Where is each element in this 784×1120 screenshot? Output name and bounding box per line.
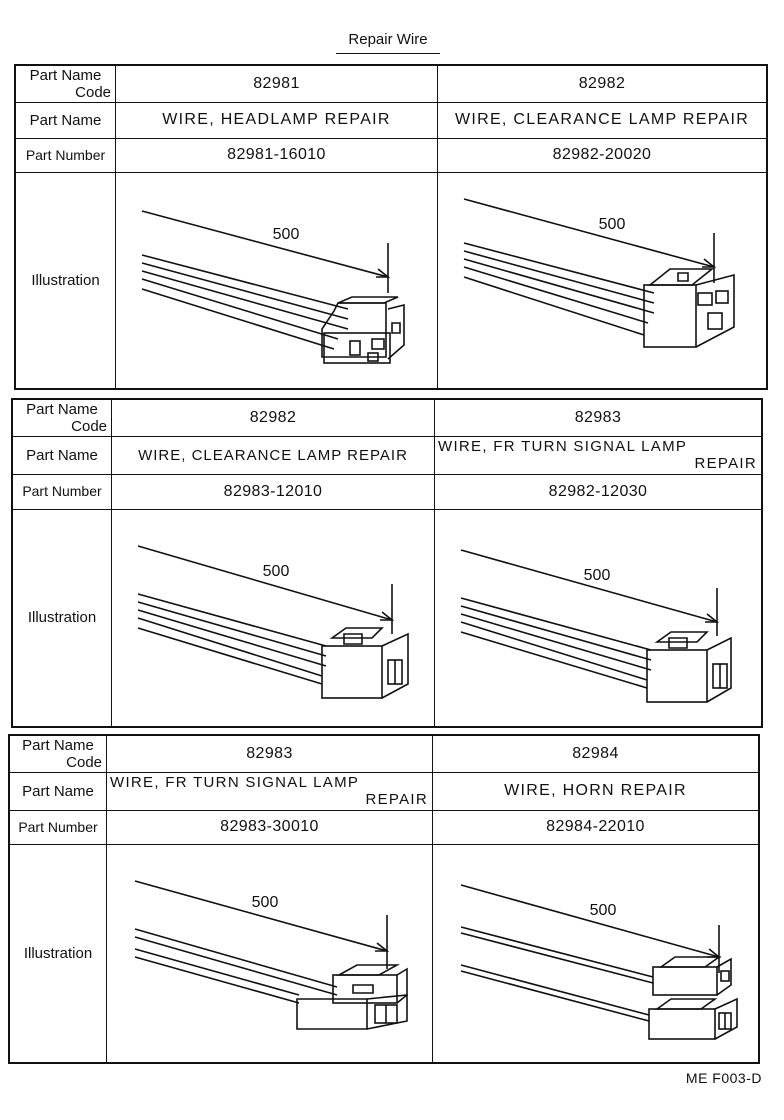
part-code: 82982 — [249, 409, 297, 426]
part-code: 82983 — [574, 409, 622, 426]
three-wire-connector-drawing: 500 — [460, 549, 732, 703]
dimension-label: 500 — [590, 902, 617, 919]
part-name-header: Part Name — [29, 111, 102, 129]
twin-single-connector-drawing: 500 — [460, 884, 738, 1040]
part-number: 82981-16010 — [227, 146, 326, 163]
dimension-label: 500 — [273, 226, 300, 243]
part-name: WIRE, HEADLAMP REPAIR — [162, 111, 391, 128]
part-name: WIRE, HORN REPAIR — [504, 782, 687, 799]
two-wire-connector-drawing: 500 — [134, 880, 408, 1030]
three-wire-connector-drawing: 500 — [137, 545, 409, 699]
part-number-header: Part Number — [25, 146, 106, 163]
part-code: 82981 — [253, 75, 300, 92]
four-wire-connector-drawing: 500 — [463, 198, 735, 348]
part-number: 82983-30010 — [220, 818, 319, 835]
dimension-label: 500 — [599, 216, 626, 233]
document-code: ME F003-D — [685, 1070, 762, 1086]
part-number: 82984-22010 — [546, 818, 645, 835]
part-code: 82984 — [572, 745, 619, 762]
part-number: 82982-20020 — [552, 146, 652, 163]
part-name-header: Part Name — [22, 782, 94, 800]
dimension-label: 500 — [584, 567, 611, 584]
illustration-header: Illustration — [31, 271, 100, 289]
page-title: Repair Wire — [336, 30, 440, 54]
part-name: WIRE, CLEARANCE LAMP REPAIR — [138, 446, 408, 464]
dimension-label: 500 — [263, 563, 290, 580]
part-name: WIRE, CLEARANCE LAMP REPAIR — [454, 111, 750, 128]
part-number: 82983-12010 — [223, 482, 323, 500]
part-number-header: Part Number — [22, 483, 102, 499]
part-number-header: Part Number — [18, 818, 98, 835]
part-name-header: Part Name — [26, 446, 98, 464]
illustration-header: Illustration — [27, 609, 97, 626]
part-code: 82983 — [246, 745, 293, 762]
dimension-label: 500 — [252, 894, 279, 911]
part-code: 82982 — [578, 75, 626, 92]
part-number: 82982-12030 — [548, 482, 648, 500]
four-wire-connector-drawing: 500 — [141, 210, 405, 364]
illustration-header: Illustration — [23, 944, 93, 962]
